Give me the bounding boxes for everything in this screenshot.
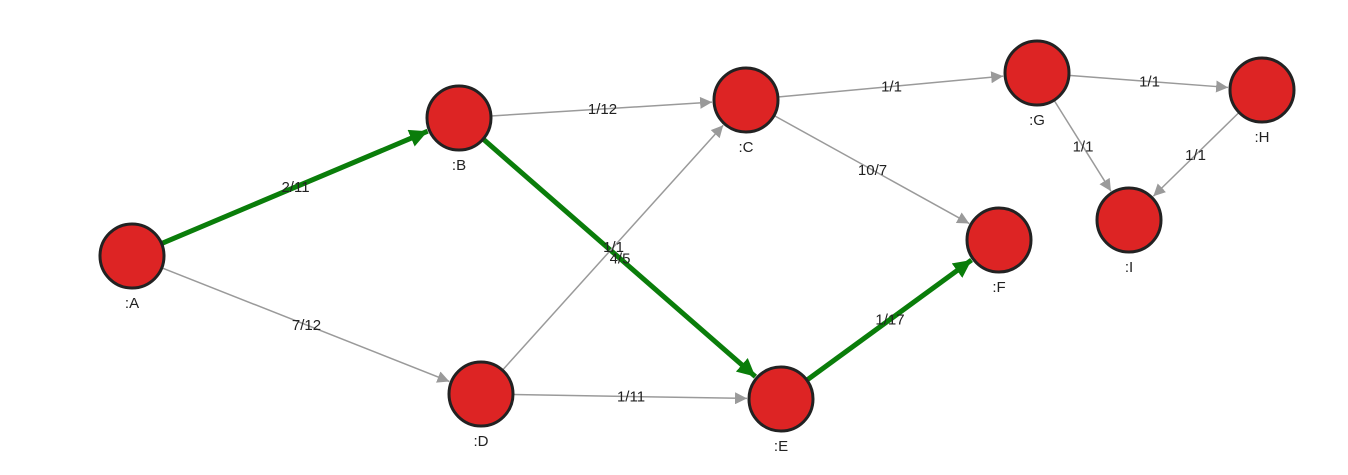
node-label: :I <box>1125 259 1133 276</box>
edge-A-D[interactable] <box>161 267 450 383</box>
node-circle[interactable] <box>1228 56 1296 124</box>
edge-E-F-highlighted[interactable] <box>805 258 974 383</box>
edge-label-G-H: 1/1 <box>1139 74 1160 91</box>
edge-C-F[interactable] <box>773 114 970 225</box>
edge-label-A-D: 7/12 <box>292 317 321 334</box>
node-circle[interactable] <box>747 365 815 433</box>
edge-H-I[interactable] <box>1152 111 1240 197</box>
edge-G-H[interactable] <box>1068 74 1229 93</box>
node-G[interactable]: :G <box>1003 39 1071 129</box>
node-circle[interactable] <box>425 84 493 152</box>
node-circle[interactable] <box>447 360 515 428</box>
edge-C-G[interactable] <box>777 71 1004 98</box>
node-circle[interactable] <box>1095 186 1163 254</box>
edge-label-B-C: 1/12 <box>588 101 617 118</box>
edge-B-E-highlighted[interactable] <box>481 137 758 379</box>
edge-B-C[interactable] <box>490 96 713 117</box>
edge-label-A-B: 2/11 <box>281 179 309 196</box>
node-label: :A <box>125 295 139 312</box>
edge-label-C-F: 10/7 <box>858 162 887 179</box>
edge-label-C-G: 1/1 <box>881 79 902 96</box>
edge-D-C[interactable] <box>501 124 724 371</box>
edge-label-D-C: 1/1 <box>603 239 624 256</box>
node-circle[interactable] <box>1003 39 1071 107</box>
edge-A-B-highlighted[interactable] <box>160 128 429 246</box>
node-F[interactable]: :F <box>965 206 1033 296</box>
node-circle[interactable] <box>98 222 166 290</box>
node-label: :B <box>452 157 466 174</box>
edge-D-E[interactable] <box>512 392 748 405</box>
node-label: :G <box>1029 112 1045 129</box>
node-D[interactable]: :D <box>447 360 515 450</box>
node-E[interactable]: :E <box>747 365 815 455</box>
node-C[interactable]: :C <box>712 66 780 156</box>
node-I[interactable]: :I <box>1095 186 1163 276</box>
node-circle[interactable] <box>965 206 1033 274</box>
edge-label-G-I: 1/1 <box>1073 139 1094 156</box>
edge-label-E-F: 1/17 <box>875 312 904 329</box>
node-B[interactable]: :B <box>425 84 493 174</box>
node-label: :H <box>1255 129 1270 146</box>
edge-label-B-E: 4/5 <box>610 251 631 268</box>
node-H[interactable]: :H <box>1228 56 1296 146</box>
node-label: :E <box>774 438 788 455</box>
node-label: :F <box>992 279 1005 296</box>
node-circle[interactable] <box>712 66 780 134</box>
edge-label-H-I: 1/1 <box>1185 147 1206 164</box>
node-A[interactable]: :A <box>98 222 166 312</box>
edge-G-I[interactable] <box>1053 99 1112 192</box>
edge-label-D-E: 1/11 <box>617 389 645 406</box>
node-label: :C <box>739 139 754 156</box>
node-label: :D <box>474 433 489 450</box>
